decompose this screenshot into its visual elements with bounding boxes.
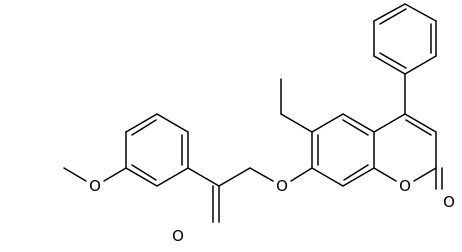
- bond: [413, 167, 437, 182]
- bond: [379, 8, 407, 25]
- bond: [342, 167, 375, 187]
- ester-ring-oxygen-label: O: [399, 177, 411, 195]
- bond: [249, 167, 274, 182]
- bond: [156, 167, 189, 187]
- bond: [373, 55, 406, 75]
- bond: [187, 167, 220, 187]
- ketone-oxygen-label: O: [172, 227, 184, 245]
- bond: [290, 167, 313, 182]
- bond: [125, 167, 158, 187]
- phenyl-ring: [373, 3, 437, 75]
- bond: [63, 167, 87, 182]
- ethyl-group: [280, 78, 313, 133]
- coumarin-core: [311, 73, 443, 190]
- bond: [311, 167, 344, 187]
- atom-labels: O O O O O: [89, 177, 455, 245]
- bond: [405, 119, 432, 136]
- bond: [125, 113, 158, 133]
- bond: [404, 113, 437, 133]
- ether-oxygen-label: O: [276, 177, 288, 195]
- bond: [342, 113, 375, 133]
- bond: [103, 167, 127, 182]
- methoxy-oxygen-label: O: [89, 177, 101, 195]
- bond: [343, 164, 369, 181]
- bond: [404, 3, 437, 22]
- bond: [373, 3, 406, 22]
- methoxyphenyl-ring: [63, 113, 189, 187]
- bond: [373, 167, 397, 182]
- bond: [311, 113, 344, 133]
- bond: [373, 113, 406, 133]
- bond: [156, 113, 189, 133]
- ether-ketone-linker: [187, 167, 313, 223]
- bond: [131, 164, 157, 181]
- bond: [404, 55, 437, 75]
- bond: [131, 119, 157, 136]
- carbonyl-oxygen-label: O: [443, 193, 455, 211]
- bond: [218, 167, 251, 187]
- bond: [379, 52, 407, 69]
- bond: [342, 119, 369, 136]
- bond: [280, 113, 313, 133]
